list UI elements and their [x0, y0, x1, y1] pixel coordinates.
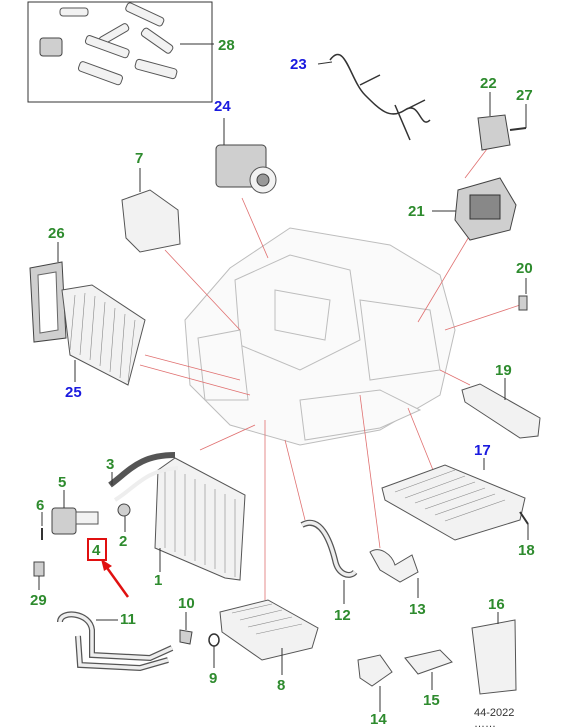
callout-15: 15: [423, 692, 440, 709]
callout-7: 7: [135, 150, 143, 167]
callout-20: 20: [516, 260, 533, 277]
shield-part-16: [471, 612, 517, 695]
clip-part-2: [117, 503, 131, 532]
reference-code: 44-2022: [474, 707, 514, 719]
callout-26: 26: [48, 225, 65, 242]
leader-lines: [139, 144, 521, 600]
callout-6: 6: [36, 497, 44, 514]
wiring-harness-part-23: [317, 53, 431, 141]
duct-part-19: [461, 378, 541, 439]
callout-27: 27: [516, 87, 533, 104]
callout-14: 14: [370, 711, 387, 727]
screw-part-29: [33, 561, 45, 590]
callout-16: 16: [488, 596, 505, 613]
callout-5: 5: [58, 474, 66, 491]
bracket-part-14: [357, 654, 393, 712]
screw-part-20: [518, 278, 528, 311]
evaporator-part-17: [381, 458, 526, 541]
reference-code-line2: ……: [474, 718, 496, 727]
callout-13: 13: [409, 601, 426, 618]
hvac-housing-ghost: [184, 227, 456, 446]
callout-8: 8: [277, 677, 285, 694]
auxiliary-heater-part-8: [219, 599, 319, 675]
callout-25: 25: [65, 384, 82, 401]
callout-10: 10: [178, 595, 195, 612]
callout-24: 24: [214, 98, 231, 115]
callout-22: 22: [480, 75, 497, 92]
callout-12: 12: [334, 607, 351, 624]
callout-28: 28: [218, 37, 235, 54]
callout-4: 4: [92, 542, 101, 559]
pipe-part-12: [300, 519, 358, 604]
highlight-callout-4: [87, 538, 130, 598]
callout-9: 9: [209, 670, 217, 687]
sensor-set-icon: [39, 2, 178, 86]
blower-motor-part-24: [215, 118, 277, 194]
valve-part-5: [51, 490, 99, 535]
pipe-assembly-part-11: [57, 611, 174, 672]
callout-23: 23: [290, 56, 307, 73]
bracket-part-13: [369, 549, 419, 598]
callout-19: 19: [495, 362, 512, 379]
cabin-filter-part-25: [61, 284, 146, 386]
actuator-part-22: [477, 92, 511, 151]
red-arrow-icon: [101, 559, 130, 598]
screw-part-27: [509, 104, 527, 131]
control-module-part-21: [432, 177, 517, 241]
callout-21: 21: [408, 203, 425, 220]
screw-part-18: [519, 511, 529, 540]
callout-3: 3: [106, 456, 114, 473]
callout-2: 2: [119, 533, 127, 550]
callout-17: 17: [474, 442, 491, 459]
callout-18: 18: [518, 542, 535, 559]
pipe-part-3: [108, 452, 179, 502]
callout-11: 11: [120, 611, 136, 628]
inset-box-part-28: [27, 1, 214, 103]
oring-part-9: [208, 633, 220, 668]
heater-core-part-1: [154, 457, 246, 581]
callout-29: 29: [30, 592, 47, 609]
callout-1: 1: [154, 572, 162, 589]
seal-part-26: [29, 242, 67, 343]
callout-labels: 1 2 3 4 5 6 7 8 9 10 11 12 13 14 15 16 1…: [30, 37, 535, 727]
duct-part-7: [121, 168, 181, 253]
clip-part-10: [179, 612, 193, 645]
bracket-part-15: [404, 649, 453, 690]
